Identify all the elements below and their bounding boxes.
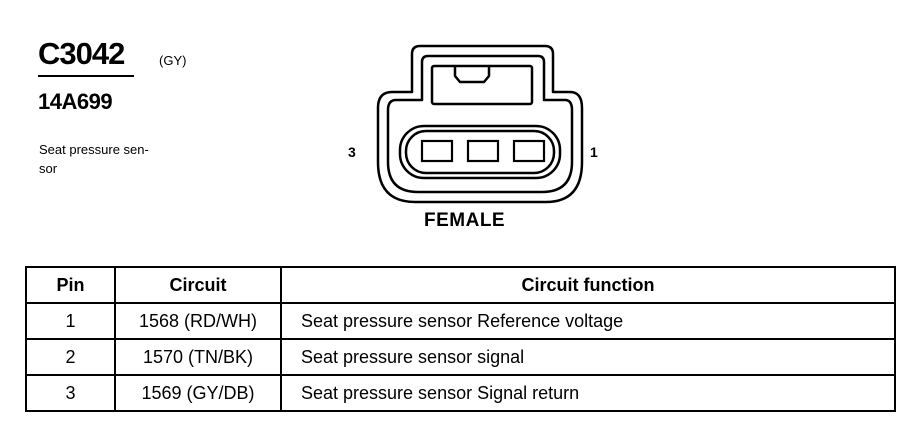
pin-cavity-2 (466, 139, 500, 163)
connector-color-code: (GY) (159, 53, 187, 68)
cavity-housing-inner (404, 129, 556, 175)
connector-id: C3042 (38, 36, 125, 71)
description-line-2: sor (39, 161, 58, 176)
pin-cell: 2 (25, 338, 116, 376)
table-row: 2 1570 (TN/BK) Seat pressure sensor sign… (25, 338, 896, 376)
connector-face-drawing (376, 44, 584, 204)
function-cell: Seat pressure sensor Reference voltage (280, 302, 896, 340)
part-number: 14A699 (38, 89, 113, 114)
cavity-housing (398, 124, 562, 180)
connector-inner-outline (386, 54, 574, 194)
circuit-cell: 1570 (TN/BK) (114, 338, 282, 376)
connector-gender-label: FEMALE (424, 210, 506, 231)
table-row: 1 1568 (RD/WH) Seat pressure sensor Refe… (25, 302, 896, 340)
header-pin: Pin (25, 266, 116, 304)
function-cell: Seat pressure sensor signal (280, 338, 896, 376)
pin-cell: 3 (25, 374, 116, 412)
pinout-table: Pin Circuit Circuit function 1 1568 (RD/… (25, 266, 896, 412)
pin-cavity-3 (420, 139, 454, 163)
locking-tab (430, 64, 534, 106)
circuit-cell: 1569 (GY/DB) (114, 374, 282, 412)
pin-1-label: 1 (590, 144, 598, 160)
pin-3-label: 3 (348, 144, 356, 160)
description-line-1: Seat pressure sen- (39, 142, 149, 157)
circuit-cell: 1568 (RD/WH) (114, 302, 282, 340)
pin-cavity-1 (512, 139, 546, 163)
id-underline (38, 75, 134, 77)
connector-description: Seat pressure sen- sor (39, 140, 189, 178)
latch-notch (453, 66, 491, 84)
header-circuit: Circuit (114, 266, 282, 304)
table-header-row: Pin Circuit Circuit function (25, 266, 896, 304)
function-cell: Seat pressure sensor Signal return (280, 374, 896, 412)
table-row: 3 1569 (GY/DB) Seat pressure sensor Sign… (25, 374, 896, 412)
connector-outer-shell (376, 44, 584, 204)
header-circuit-function: Circuit function (280, 266, 896, 304)
pin-cell: 1 (25, 302, 116, 340)
